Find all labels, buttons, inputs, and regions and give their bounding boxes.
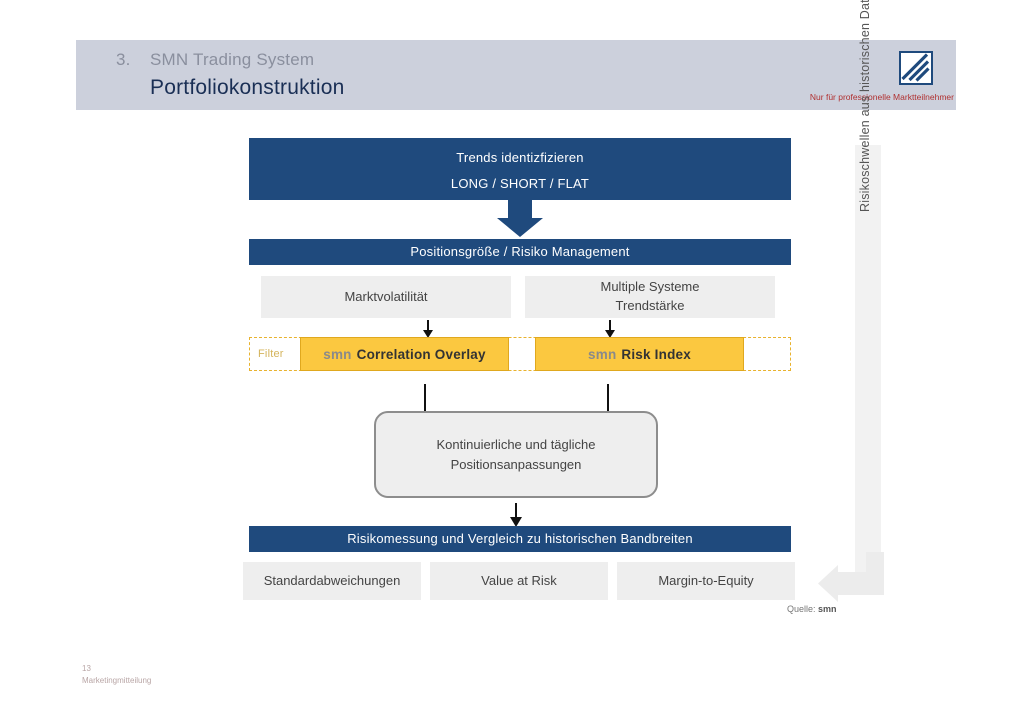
deutsche-bank-logo-icon: [899, 51, 933, 85]
header-section-title: SMN Trading System: [150, 50, 315, 69]
flow-input-marktvolatilitaet: Marktvolatilität: [261, 276, 511, 318]
source-note: Quelle: smn: [787, 604, 837, 614]
big-down-arrow-icon: [497, 200, 543, 237]
down-arrow-icon-left-filter: [423, 320, 433, 338]
filter-smn-prefix-right: smn: [588, 346, 617, 362]
professional-disclaimer: Nur für professionelle Marktteilnehmer: [809, 92, 954, 102]
risk-threshold-band: [855, 145, 881, 585]
flow-block-position-adjustments-line1: Kontinuierliche und tägliche: [436, 437, 596, 452]
page-number: 13: [82, 664, 91, 673]
header-band: 3. SMN Trading System Portfoliokonstrukti…: [76, 40, 956, 110]
filter-smn-prefix-left: smn: [323, 346, 352, 362]
measure-box-standardabweichungen: Standardabweichungen: [243, 562, 421, 600]
footer-note: Marketingmitteilung: [82, 676, 152, 685]
filter-label-risk-index: Risk Index: [621, 346, 691, 362]
flow-input-multiple-systeme-line1: Multiple Systeme: [600, 279, 700, 295]
feedback-arrow-icon: [818, 552, 884, 602]
filter-label: Filter: [258, 348, 284, 360]
flow-block-position-management: Positionsgröße / Risiko Management: [249, 239, 791, 265]
flow-input-multiple-systeme-line2: Trendstärke: [615, 298, 685, 313]
filter-label-correlation-overlay: Correlation Overlay: [356, 346, 486, 362]
filter-band: [249, 337, 791, 371]
flow-block-position-adjustments-line2: Positionsanpassungen: [450, 456, 582, 472]
flow-block-trends: Trends identizfizieren LONG / SHORT / FL…: [249, 138, 791, 200]
flow-block-trends-line2: LONG / SHORT / FLAT: [450, 176, 590, 191]
source-value: smn: [818, 604, 837, 614]
measure-box-margin-to-equity: Margin-to-Equity: [617, 562, 795, 600]
risk-threshold-label: Risikoschwellen aus historischen Datensä…: [858, 0, 872, 212]
footer: 13 Marketingmitteilung: [82, 663, 151, 687]
header-section-number: 3.: [116, 50, 131, 69]
flow-block-risk-measurement: Risikomessung und Vergleich zu historisc…: [249, 526, 791, 552]
page-title: Portfoliokonstruktion: [150, 76, 345, 99]
down-arrow-icon-to-measurement: [510, 503, 522, 527]
flow-input-multiple-systeme: Multiple Systeme Trendstärke: [525, 276, 775, 318]
measure-box-value-at-risk: Value at Risk: [430, 562, 608, 600]
flow-block-trends-line1: Trends identizfizieren: [456, 150, 584, 165]
header-section-line: 3. SMN Trading System: [116, 50, 314, 70]
source-prefix: Quelle:: [787, 604, 816, 614]
flow-block-position-adjustments: Kontinuierliche und tägliche Positionsan…: [374, 411, 658, 498]
down-arrow-icon-right-filter: [605, 320, 615, 338]
